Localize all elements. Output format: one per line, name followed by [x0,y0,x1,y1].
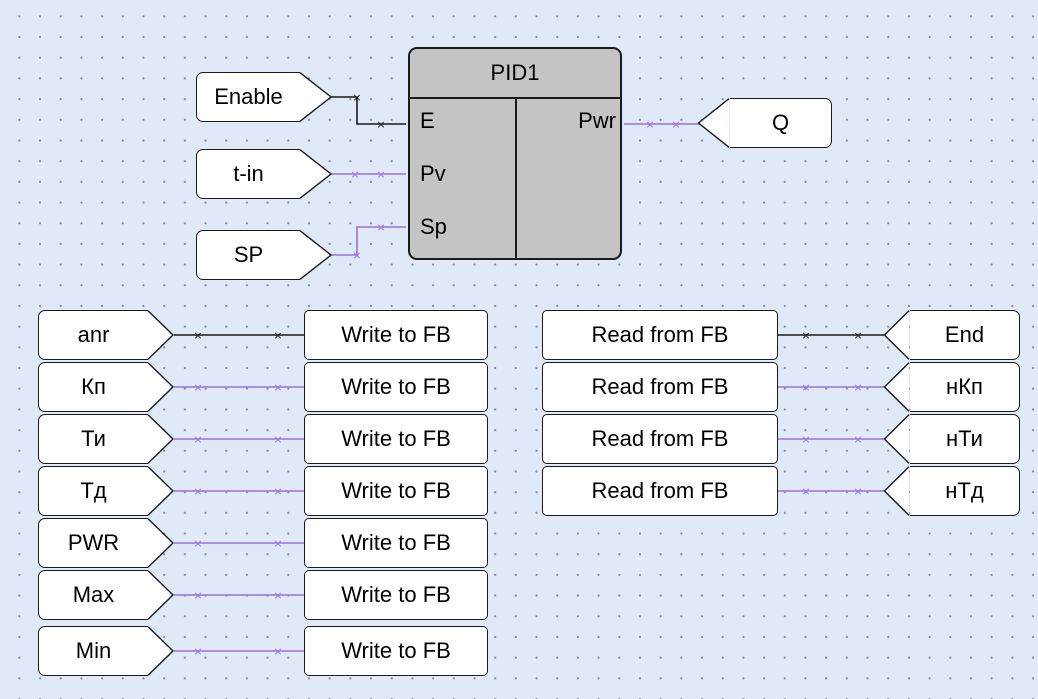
var-tag-nkp[interactable]: нКп [883,361,1020,412]
wire-junction-mark: × [193,433,202,446]
wire-junction-mark: × [193,329,202,342]
wire-junction-mark: × [273,485,282,498]
tag-arrow-tip [299,71,333,122]
wire-line[interactable] [331,96,406,125]
input-tag-sp[interactable]: SP [196,229,333,280]
var-tag-td[interactable]: Тд [38,465,175,516]
wire-junction-mark: × [853,485,862,498]
read-from-fb-block[interactable]: Read from FB [542,466,778,516]
wire-junction-mark: × [671,118,680,131]
input-tag-enable[interactable]: Enable [196,71,333,122]
pid-input-sp[interactable]: Sp [420,214,447,239]
pid-input-e[interactable]: E [420,108,435,133]
var-tag-ti[interactable]: Ти [38,413,175,464]
var-tag-min[interactable]: Min [38,625,175,676]
tag-arrow-tip [883,413,910,464]
var-tag-end[interactable]: End [883,309,1020,360]
wire-junction-mark: × [376,118,385,131]
var-tag-label: Min [75,638,112,663]
read-from-fb-block[interactable]: Read from FB [542,310,778,360]
wire-junction-mark: × [273,589,282,602]
read-from-fb-block[interactable]: Read from FB [542,362,778,412]
input-tag-label: SP [233,242,264,267]
tag-arrow-tip [147,413,175,464]
wire-junction-mark: × [801,433,810,446]
var-tag-max[interactable]: Max [38,569,175,620]
tag-arrow-tip [883,309,910,360]
wire-junction-mark: × [352,91,361,104]
var-tag-ntd[interactable]: нТд [883,465,1020,516]
wire-junction-mark: × [801,485,810,498]
wire-junction-mark: × [193,645,202,658]
wire-junction-mark: × [376,168,385,181]
var-tag-label: нКп [946,374,983,399]
pid-block[interactable]: PID1 E Pv Sp Pwr [408,47,622,260]
pid-input-pv[interactable]: Pv [420,161,446,186]
wire-junction-mark: × [352,249,361,262]
wire-junction-mark: × [193,485,202,498]
wire-junction-mark: × [273,381,282,394]
var-tag-label: Кп [81,374,106,399]
var-tag-label: End [944,322,985,347]
wire-junction-mark: × [193,537,202,550]
tag-arrow-tip [147,309,175,360]
input-tag-label: t-in [233,161,264,186]
wire-junction-mark: × [853,329,862,342]
tag-arrow-tip [147,569,175,620]
output-tag-label: Q [771,110,790,135]
output-tag-q[interactable]: Q [697,97,832,148]
var-tag-label: нТд [945,478,984,503]
wire-junction-mark: × [273,537,282,550]
var-tag-label: нТи [946,426,983,451]
write-to-fb-block[interactable]: Write to FB [304,570,488,620]
tag-arrow-tip [697,97,730,148]
pid-block-divider [515,99,517,258]
read-from-fb-block[interactable]: Read from FB [542,414,778,464]
wire-junction-mark: × [273,433,282,446]
write-to-fb-block[interactable]: Write to FB [304,466,488,516]
var-tag-label: PWR [67,530,120,555]
write-to-fb-block[interactable]: Write to FB [304,310,488,360]
wire-junction-mark: × [193,589,202,602]
input-tag-label: Enable [214,84,283,109]
wire-junction-mark: × [645,118,654,131]
wire-junction-mark: × [801,381,810,394]
write-to-fb-block[interactable]: Write to FB [304,362,488,412]
wire-junction-mark: × [273,645,282,658]
wire-junction-mark: × [350,168,359,181]
tag-arrow-tip [147,361,175,412]
pid-block-title: PID1 [410,49,620,99]
wire-junction-mark: × [376,221,385,234]
tag-arrow-tip [299,229,333,280]
write-to-fb-block[interactable]: Write to FB [304,414,488,464]
var-tag-label: anr [77,322,110,347]
wire-junction-mark: × [801,329,810,342]
var-tag-nti[interactable]: нТи [883,413,1020,464]
var-tag-label: Ти [81,426,106,451]
wire-line[interactable] [331,226,406,256]
var-tag-kp[interactable]: Кп [38,361,175,412]
wire-junction-mark: × [853,433,862,446]
tag-arrow-tip [147,625,175,676]
wire-junction-mark: × [853,381,862,394]
wire-junction-mark: × [193,381,202,394]
wire-junction-mark: × [273,329,282,342]
var-tag-label: Max [72,582,115,607]
var-tag-label: Тд [80,478,107,503]
write-to-fb-block[interactable]: Write to FB [304,626,488,676]
write-to-fb-block[interactable]: Write to FB [304,518,488,568]
input-tag-t-in[interactable]: t-in [196,148,333,199]
tag-arrow-tip [147,465,175,516]
tag-arrow-tip [147,517,175,568]
var-tag-pwr[interactable]: PWR [38,517,175,568]
tag-arrow-tip [883,361,910,412]
tag-arrow-tip [883,465,910,516]
var-tag-anr[interactable]: anr [38,309,175,360]
pid-output-pwr[interactable]: Pwr [578,108,616,133]
tag-arrow-tip [299,148,333,199]
